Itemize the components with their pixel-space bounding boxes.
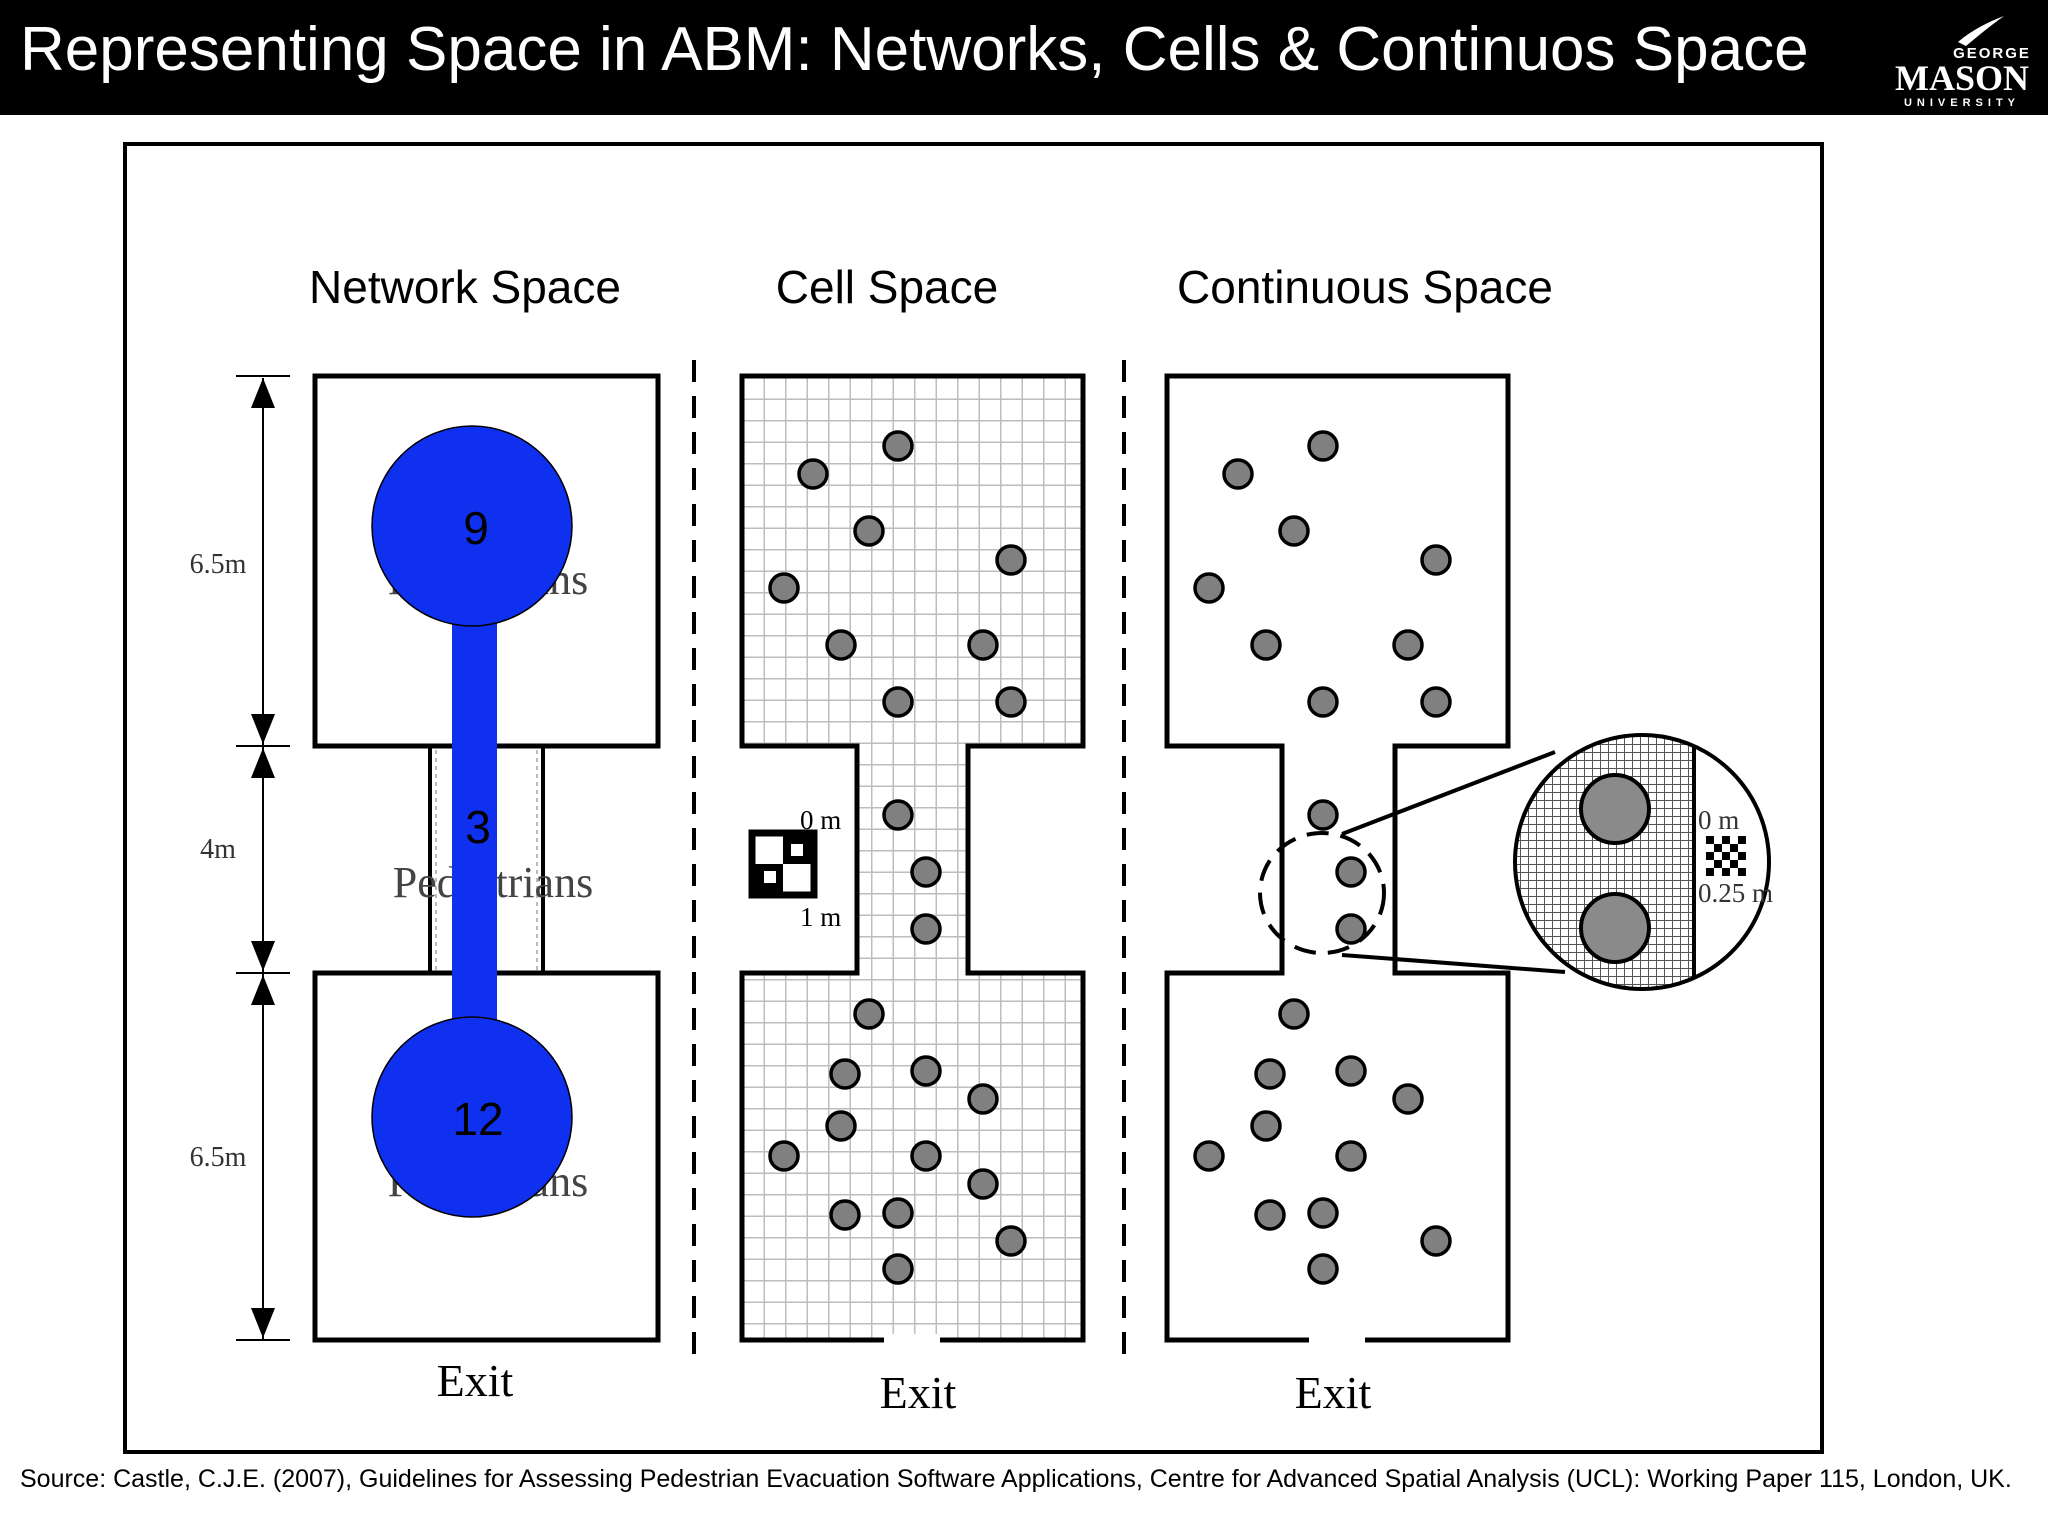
agent-dot	[1307, 799, 1339, 831]
agent-dot	[768, 1140, 800, 1172]
agent-dot	[1307, 1197, 1339, 1229]
agent-dot	[1250, 1110, 1282, 1142]
agent-dot	[1307, 430, 1339, 462]
agent-dot	[797, 458, 829, 490]
agent-dot	[967, 1168, 999, 1200]
checker-cell	[1738, 868, 1746, 876]
agent-dot	[853, 515, 885, 547]
agent-dot	[882, 1197, 914, 1229]
agent-dot	[910, 1055, 942, 1087]
agent-dot	[853, 998, 885, 1030]
dimension-mid-label: 4m	[200, 834, 236, 865]
zoom-region	[1258, 831, 1386, 955]
network-panel: Pedestrians Pedestrians Pedestrians 6.5m…	[190, 373, 661, 1406]
agent-dot	[882, 799, 914, 831]
continuous-scale-bottom: 0.25 m	[1698, 878, 1773, 908]
agent-dot	[1420, 544, 1452, 576]
dimension-top-label: 6.5m	[190, 549, 247, 580]
agent-dot	[1335, 856, 1367, 888]
cell-agents	[768, 430, 1027, 1285]
title-bar: Representing Space in ABM: Networks, Cel…	[0, 0, 2048, 115]
agent-dot	[967, 1083, 999, 1115]
logo-line2: MASON	[1895, 58, 2029, 98]
checker-cell	[1738, 852, 1746, 860]
agent-dot	[1278, 515, 1310, 547]
agent-dot	[1278, 998, 1310, 1030]
agent-dot	[995, 686, 1027, 718]
agent-dot	[1250, 629, 1282, 661]
checker-cell	[1730, 860, 1738, 868]
heading-cell-space: Cell Space	[776, 261, 998, 313]
dimension-bottom-label: 6.5m	[190, 1142, 247, 1173]
agent-dot	[1222, 458, 1254, 490]
agent-dot	[882, 430, 914, 462]
checker-cell	[1722, 852, 1730, 860]
network-node-top	[371, 425, 573, 627]
continuous-panel: 0 m 0.25 m Exit	[1164, 373, 1773, 1418]
continuous-floorplan	[1164, 373, 1511, 1343]
agent-dot	[882, 1253, 914, 1285]
agent-dot	[1335, 913, 1367, 945]
agent-dot	[1420, 686, 1452, 718]
agent-dot	[1254, 1199, 1286, 1231]
agent-dot	[1335, 1140, 1367, 1172]
agent-dot	[910, 1140, 942, 1172]
logo-line1: GEORGE	[1953, 45, 2031, 62]
agent-dot	[910, 856, 942, 888]
agent-dot	[995, 544, 1027, 576]
agent-dot	[1420, 1225, 1452, 1257]
agent-dot	[910, 913, 942, 945]
agent-dot	[829, 1199, 861, 1231]
lens-scale-checker	[1706, 836, 1746, 876]
node-top-number: 9	[463, 502, 489, 554]
source-citation: Source: Castle, C.J.E. (2007), Guideline…	[20, 1465, 2012, 1493]
network-node-bottom	[371, 1016, 573, 1218]
checker-cell	[1738, 836, 1746, 844]
agent-dot	[1254, 1058, 1286, 1090]
lens-agent-top	[1579, 773, 1651, 845]
logo-line3: UNIVERSITY	[1904, 97, 2020, 109]
agent-dot	[967, 629, 999, 661]
checker-cell	[1714, 860, 1722, 868]
agent-dot	[825, 629, 857, 661]
figure-frame	[123, 142, 1824, 1454]
cell-panel: 0 m 1 m Exit	[739, 373, 1086, 1418]
agent-dot	[1335, 1055, 1367, 1087]
checker-cell	[1706, 868, 1714, 876]
cell-scale-bottom: 1 m	[800, 902, 841, 932]
checker-cell	[1722, 868, 1730, 876]
agent-dot	[1307, 686, 1339, 718]
heading-network-space: Network Space	[309, 261, 621, 313]
george-mason-logo: GEORGE MASON UNIVERSITY	[1895, 16, 2031, 109]
checker-cell	[1722, 836, 1730, 844]
node-bottom-number: 12	[452, 1093, 503, 1145]
agent-dot	[768, 572, 800, 604]
slide-title: Representing Space in ABM: Networks, Cel…	[20, 15, 1809, 84]
cell-exit-label: Exit	[880, 1367, 957, 1418]
agent-dot	[882, 686, 914, 718]
lens-agent-bottom	[1579, 892, 1651, 964]
network-exit-label: Exit	[437, 1355, 514, 1406]
agent-dot	[1392, 1083, 1424, 1115]
logo-swoosh-icon	[1958, 16, 2004, 46]
cell-scale-top: 0 m	[800, 805, 841, 835]
agent-dot	[825, 1110, 857, 1142]
agent-dot	[1307, 1253, 1339, 1285]
agent-dot	[995, 1225, 1027, 1257]
checker-cell	[1706, 852, 1714, 860]
continuous-agents	[1193, 430, 1452, 1285]
checker-cell	[1730, 844, 1738, 852]
agent-dot	[829, 1058, 861, 1090]
agent-dot	[1193, 572, 1225, 604]
magnifier-lens: 0 m 0.25 m	[1513, 733, 1773, 991]
heading-continuous-space: Continuous Space	[1177, 261, 1553, 313]
node-mid-number: 3	[465, 801, 491, 853]
continuous-exit-label: Exit	[1295, 1367, 1372, 1418]
agent-dot	[1392, 629, 1424, 661]
checker-cell	[1706, 836, 1714, 844]
checker-cell	[1714, 844, 1722, 852]
continuous-scale-top: 0 m	[1698, 805, 1739, 835]
agent-dot	[1193, 1140, 1225, 1172]
